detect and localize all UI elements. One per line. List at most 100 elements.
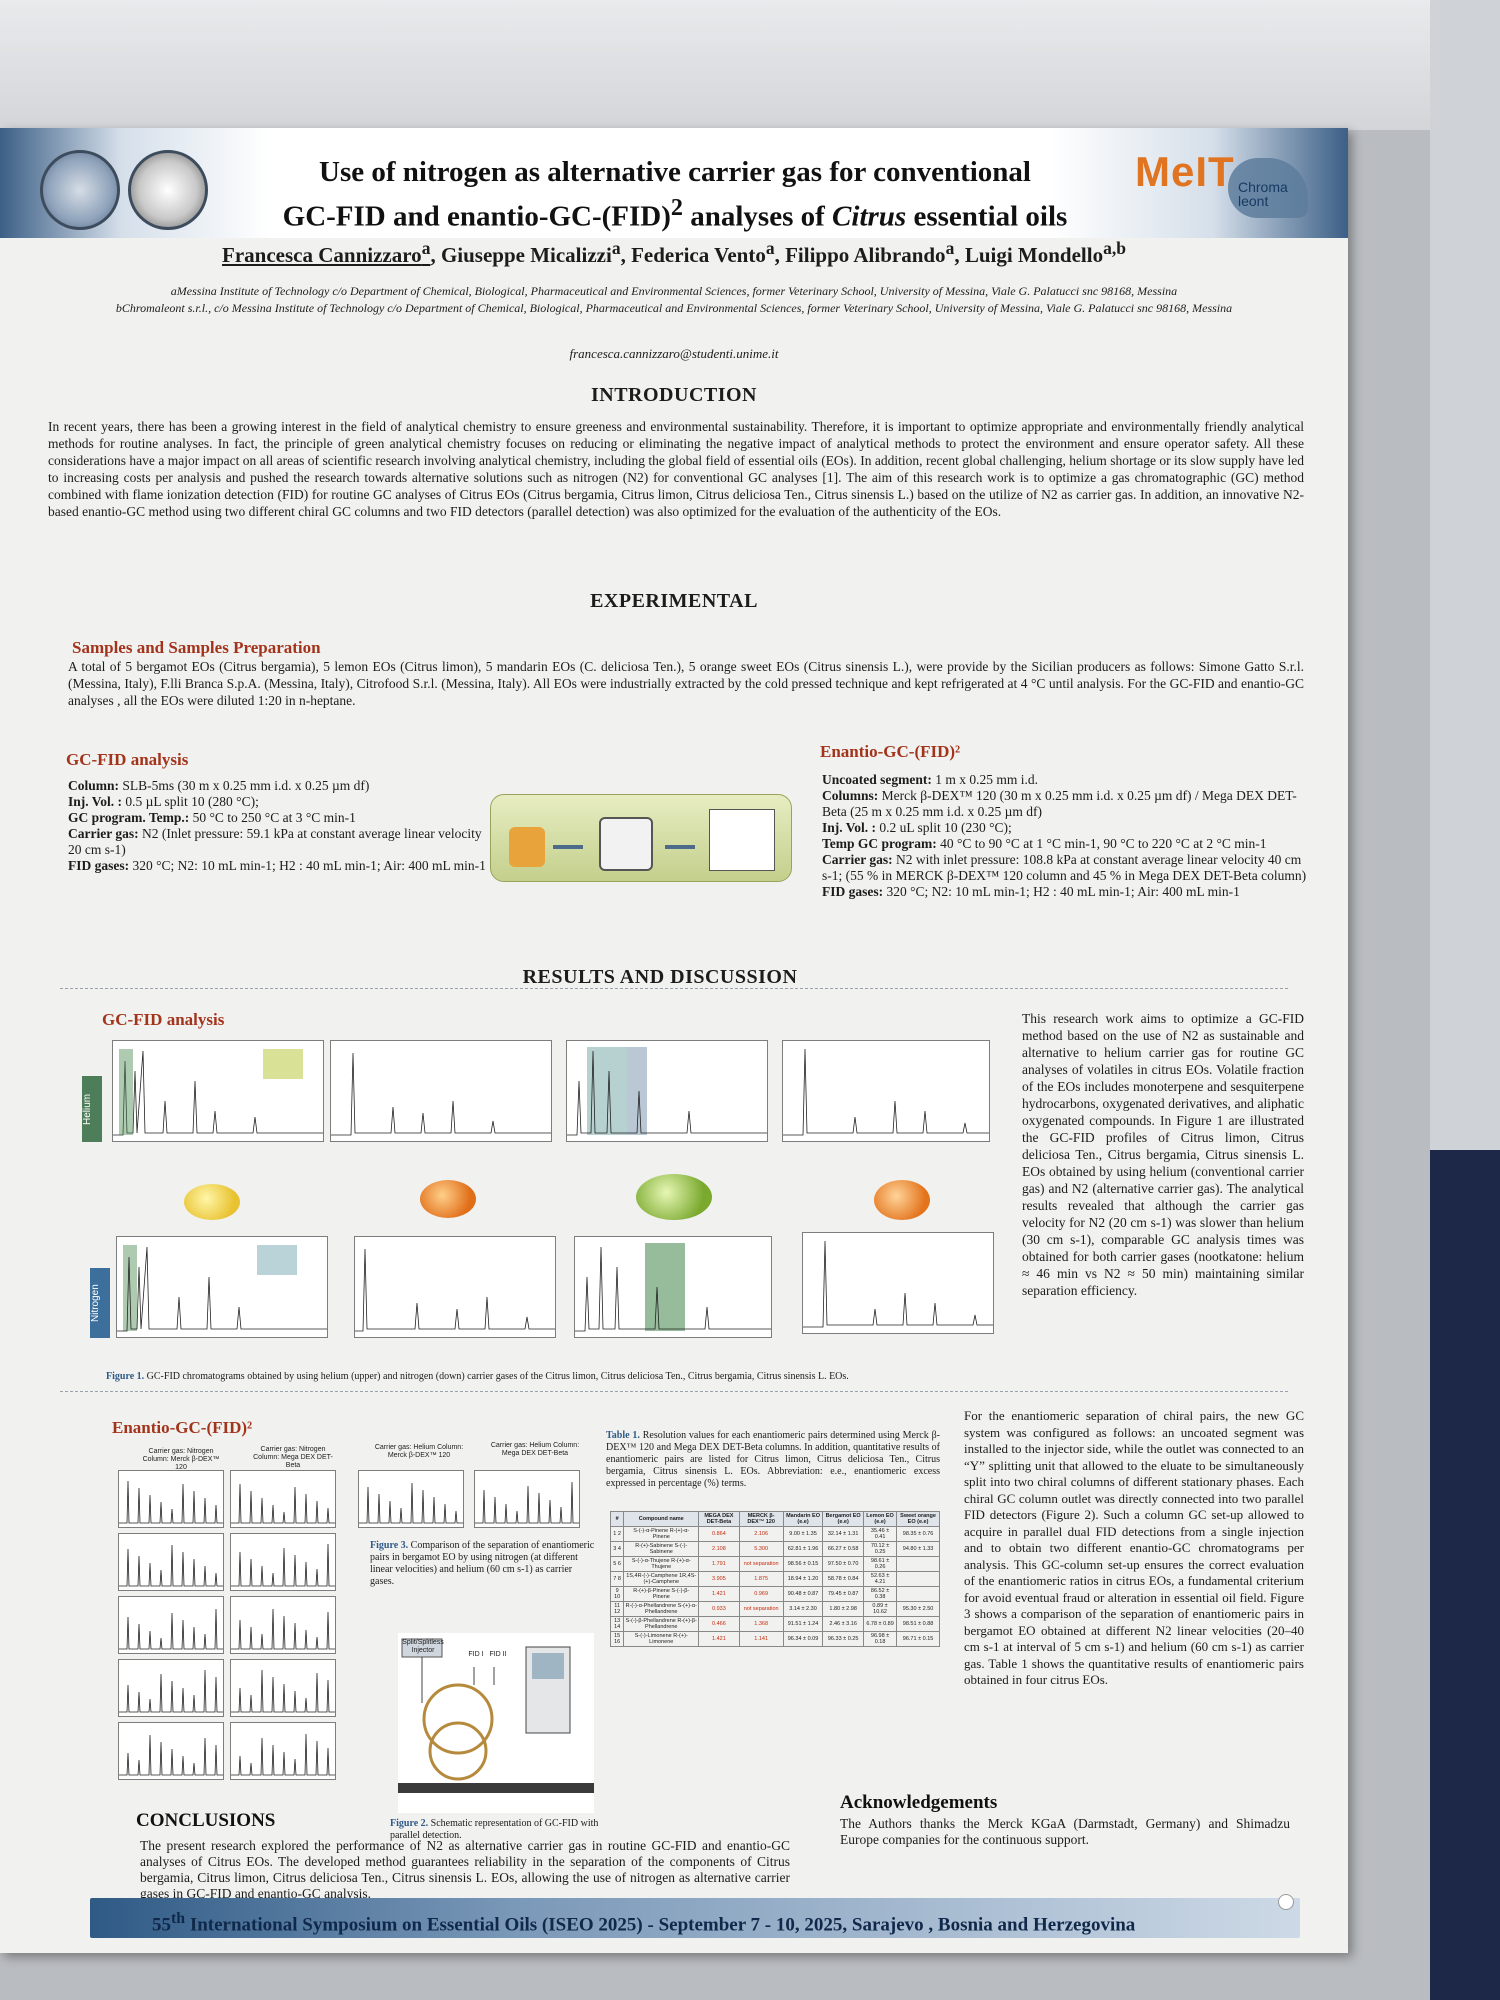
- acknowledgements-heading: Acknowledgements: [840, 1792, 998, 1813]
- title-line-2: GC-FID and enantio-GC-(FID)2 analyses of…: [230, 190, 1120, 235]
- enantio-chromatogram: [118, 1533, 224, 1591]
- chromatogram-nitrogen-mandarin: [354, 1236, 556, 1338]
- table-cell: S-(-)-Limonene R-(+)-Limonene: [623, 1631, 700, 1647]
- spec-value: 320 °C; N2: 10 mL min-1; H2 : 40 mL min-…: [129, 858, 486, 873]
- title-part: GC-FID and enantio-GC-(FID): [282, 200, 671, 233]
- enantio-method-specs: Uncoated segment: 1 m x 0.25 mm i.d. Col…: [822, 772, 1308, 900]
- table-cell: 1.80 ± 2.98: [822, 1601, 865, 1617]
- spec-value: 1 m x 0.25 mm i.d.: [931, 772, 1038, 787]
- chroma-line-1: Chroma: [1238, 179, 1288, 195]
- table-cell: 18.94 ± 1.20: [782, 1571, 824, 1587]
- workflow-illustration: [490, 794, 792, 882]
- chromatogram-helium-lemon: [112, 1040, 324, 1142]
- table-cell: 96.98 ± 0.18: [863, 1631, 898, 1647]
- spec-key: GC program. Temp.:: [68, 810, 190, 825]
- table-cell: 6.78 ± 0.89: [863, 1616, 898, 1632]
- enantio-results-text: For the enantiomeric separation of chira…: [964, 1408, 1304, 1687]
- background-carpet: [1430, 1150, 1500, 2000]
- author-4: , Filippo Alibrando: [774, 243, 946, 267]
- spec-key: Uncoated segment:: [822, 772, 932, 787]
- affiliations: aMessina Institute of Technology c/o Dep…: [60, 283, 1288, 317]
- chromatogram-trace: [231, 1608, 335, 1650]
- gcfid-method-heading: GC-FID analysis: [66, 750, 189, 769]
- footer-band: 55th International Symposium on Essentia…: [90, 1898, 1300, 1938]
- chromatogram-trace: [117, 1245, 327, 1332]
- table-cell: 2.106: [738, 1526, 784, 1542]
- enantio-chromatogram: [118, 1596, 224, 1654]
- table-header-cell: Compound name: [623, 1511, 700, 1527]
- results-heading: RESULTS AND DISCUSSION: [522, 966, 798, 988]
- table-cell: 3 4: [609, 1541, 625, 1557]
- table-cell: R-(+)-Sabinene S-(-)-Sabinene: [623, 1541, 700, 1557]
- chromaleont-logo: [1228, 158, 1308, 218]
- caption-text: GC-FID chromatograms obtained by using h…: [144, 1371, 849, 1382]
- helium-label: Helium: [82, 1076, 102, 1142]
- conclusions-heading: CONCLUSIONS: [136, 1810, 276, 1831]
- chromatogram-trace: [119, 1480, 223, 1524]
- enantio-chromatogram: [230, 1659, 336, 1717]
- table-cell: R-(+)-β-Pinene S-(-)-β-Pinene: [623, 1586, 700, 1602]
- affiliation-a: aMessina Institute of Technology c/o Dep…: [170, 284, 1178, 298]
- spec-key: Columns:: [822, 788, 879, 803]
- spec-row: Uncoated segment: 1 m x 0.25 mm i.d.: [822, 772, 1308, 788]
- table-header-cell: Lemon EO (e.e): [863, 1511, 898, 1527]
- table-cell: 98.56 ± 0.15: [782, 1556, 824, 1572]
- spec-value: N2 (Inlet pressure: 59.1 kPa at constant…: [68, 826, 482, 857]
- spec-row: FID gases: 320 °C; N2: 10 mL min-1; H2 :…: [68, 858, 498, 874]
- table-cell: [896, 1556, 940, 1572]
- spec-row: Carrier gas: N2 with inlet pressure: 108…: [822, 852, 1308, 884]
- poster-title: Use of nitrogen as alternative carrier g…: [230, 154, 1120, 235]
- gcfid-method-specs: Column: SLB-5ms (30 m x 0.25 mm i.d. x 0…: [68, 778, 498, 874]
- scheme-fid2-label: FID II: [489, 1651, 507, 1658]
- table-cell: 7 8: [609, 1571, 625, 1587]
- chromatogram-helium-bergamot: [566, 1040, 768, 1142]
- chromatogram-trace: [231, 1543, 335, 1587]
- gc-parallel-detection-scheme: Split/Splitless Injector FID I FID II: [398, 1633, 594, 1813]
- table-cell: 97.50 ± 0.70: [822, 1556, 865, 1572]
- title-line-1: Use of nitrogen as alternative carrier g…: [319, 156, 1031, 188]
- spec-value: 50 °C to 250 °C at 3 °C min-1: [189, 810, 356, 825]
- lemon-image: [184, 1184, 240, 1220]
- chromatogram-trace: [231, 1669, 335, 1713]
- chromatogram-trace: [359, 1482, 463, 1524]
- table-cell: 79.45 ± 0.87: [822, 1586, 865, 1602]
- caption-text: Comparison of the separation of enantiom…: [370, 1540, 595, 1587]
- chromatogram-trace: [567, 1047, 767, 1136]
- chromatogram-trace: [113, 1049, 323, 1136]
- table-cell: 15 16: [609, 1631, 625, 1647]
- title-italic: Citrus: [832, 200, 907, 233]
- table-cell: 1.875: [738, 1571, 784, 1587]
- table-cell: 2.108: [698, 1541, 740, 1557]
- table-cell: 96.33 ± 0.25: [822, 1631, 865, 1647]
- table-header-cell: Bergamot EO (e.e): [822, 1511, 865, 1527]
- poster: Use of nitrogen as alternative carrier g…: [0, 128, 1348, 1953]
- spec-value: 320 °C; N2: 10 mL min-1; H2 : 40 mL min-…: [883, 884, 1240, 899]
- results-enantio-heading: Enantio-GC-(FID)²: [112, 1418, 253, 1437]
- chromatogram-trace: [119, 1669, 223, 1713]
- spec-key: Temp GC program:: [822, 836, 937, 851]
- table-cell: 86.52 ± 0.38: [863, 1586, 898, 1602]
- spec-value: Merck β-DEX™ 120 (30 m x 0.25 mm i.d. x …: [822, 788, 1297, 819]
- spec-key: FID gases:: [68, 858, 130, 873]
- chromatogram-helium-mandarin: [330, 1040, 552, 1142]
- arrow-icon: [665, 845, 695, 849]
- table-cell: 0.466: [698, 1616, 740, 1632]
- table-cell: 91.51 ± 1.24: [782, 1616, 824, 1632]
- samples-text: A total of 5 bergamot EOs (Citrus bergam…: [68, 659, 1304, 708]
- table-cell: 32.14 ± 1.31: [822, 1526, 865, 1542]
- table-cell: 2.46 ± 3.16: [822, 1616, 865, 1632]
- table-cell: 1S,4R-(-)-Camphene 1R,4S-(+)-Camphene: [623, 1571, 700, 1587]
- spec-key: FID gases:: [822, 884, 884, 899]
- table-cell: [896, 1571, 940, 1587]
- author-1: Francesca Cannizzaro: [222, 243, 422, 267]
- spec-key: Column:: [68, 778, 120, 793]
- spec-row: Columns: Merck β-DEX™ 120 (30 m x 0.25 m…: [822, 788, 1308, 820]
- chromatogram-nitrogen-lemon: [116, 1236, 328, 1338]
- table1-caption: Table 1. Resolution values for each enan…: [606, 1430, 940, 1490]
- enantio-chromatogram: [118, 1722, 224, 1780]
- table-cell: S-(-)-α-Thujene R-(+)-α-Thujene: [623, 1556, 700, 1572]
